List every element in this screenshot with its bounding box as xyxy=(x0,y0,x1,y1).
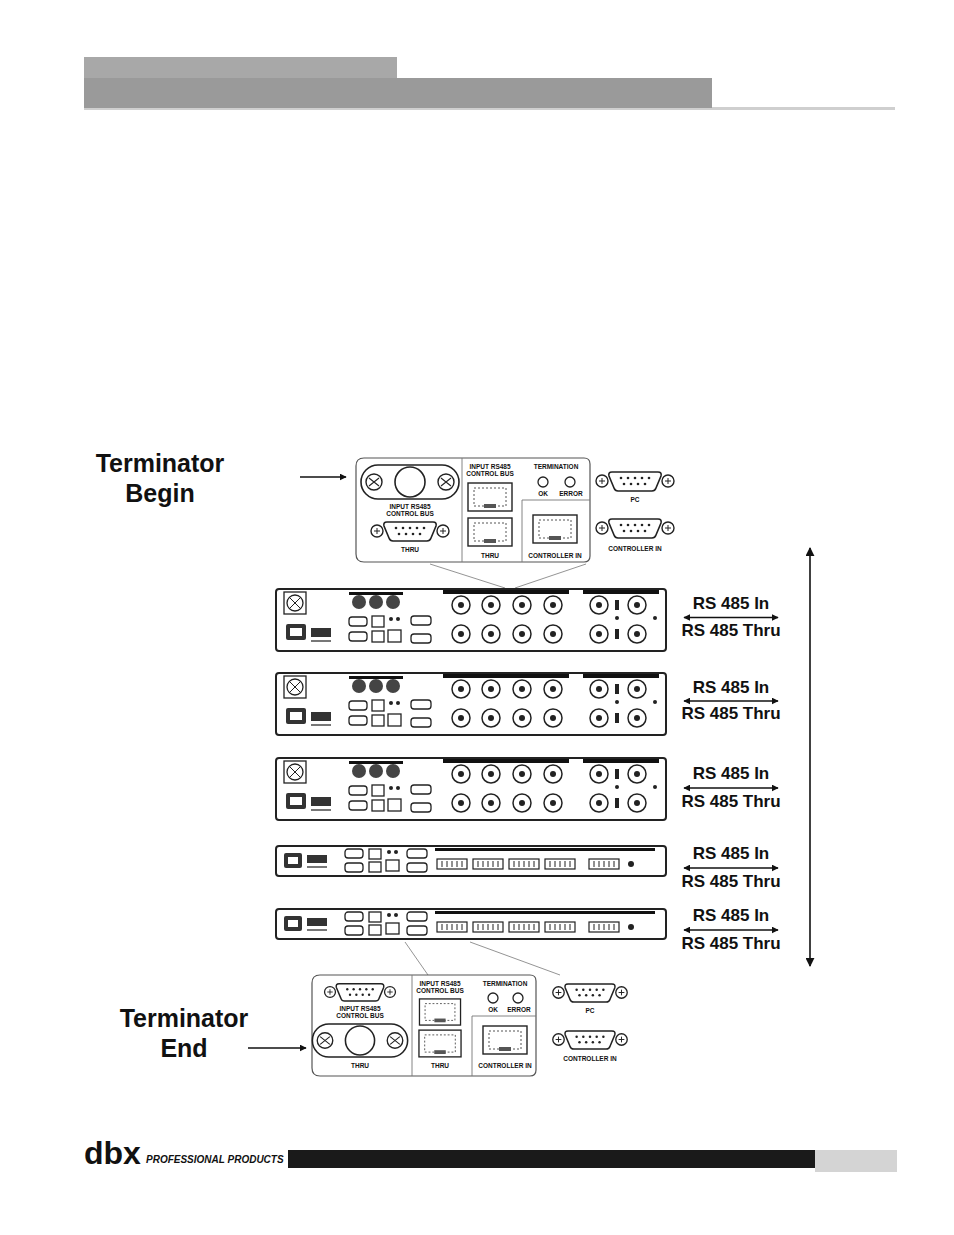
connector-label: CONTROLLER IN xyxy=(600,545,670,552)
device-rear-panel xyxy=(276,909,666,939)
signal-label: RS 485 Thru xyxy=(671,934,791,954)
device-rear-panel xyxy=(276,758,666,820)
led-label: ERROR xyxy=(504,1006,534,1013)
connector-label: INPUT RS485 CONTROL BUS xyxy=(461,463,519,477)
indicator-label: TERMINATION xyxy=(526,463,586,470)
connector-label: PC xyxy=(575,1007,605,1014)
terminator-panel xyxy=(356,458,674,562)
signal-label: RS 485 In xyxy=(671,844,791,864)
led-label: OK xyxy=(483,1006,503,1013)
connector-label: CONTROLLER IN xyxy=(522,552,588,559)
device-rear-panel xyxy=(276,589,666,651)
device-rear-panel xyxy=(276,846,666,876)
header-bar xyxy=(84,78,712,108)
signal-label: RS 485 In xyxy=(671,764,791,784)
header-rule xyxy=(712,107,895,110)
callout-arrow xyxy=(248,1047,306,1048)
signal-label: RS 485 Thru xyxy=(671,704,791,724)
brand-tagline: PROFESSIONAL PRODUCTS xyxy=(146,1154,284,1165)
connector-label: INPUT RS485 CONTROL BUS xyxy=(381,503,439,517)
footer-bar xyxy=(288,1150,815,1168)
terminator-panel xyxy=(312,975,627,1076)
connector-label: CONTROLLER IN xyxy=(555,1055,625,1062)
leader-line xyxy=(405,942,560,975)
signal-label: RS 485 Thru xyxy=(671,872,791,892)
led-label: ERROR xyxy=(556,490,586,497)
signal-label: RS 485 In xyxy=(671,678,791,698)
signal-label: RS 485 Thru xyxy=(671,621,791,641)
signal-label: RS 485 In xyxy=(671,906,791,926)
device-rear-panel xyxy=(276,673,666,735)
connector-label: PC xyxy=(620,496,650,503)
signal-label: RS 485 Thru xyxy=(671,792,791,812)
connector-label: INPUT RS485 CONTROL BUS xyxy=(331,1005,389,1019)
header-rule xyxy=(84,108,712,110)
indicator-label: TERMINATION xyxy=(475,980,535,987)
connector-label: THRU xyxy=(470,552,510,559)
header-bar xyxy=(84,57,397,79)
brand-logo: dbx xyxy=(84,1134,141,1172)
connector-label: THRU xyxy=(420,1062,460,1069)
connector-label: CONTROLLER IN xyxy=(472,1062,538,1069)
footer-tab xyxy=(815,1150,897,1172)
leader-line xyxy=(430,564,586,588)
connector-label: THRU xyxy=(390,546,430,553)
callout-label: Terminator Begin xyxy=(90,448,230,508)
connector-label: INPUT RS485 CONTROL BUS xyxy=(411,980,469,994)
signal-label: RS 485 In xyxy=(671,594,791,614)
callout-label: Terminator End xyxy=(114,1003,254,1063)
chain-arrow xyxy=(809,548,811,966)
callout-arrow xyxy=(300,476,346,477)
led-label: OK xyxy=(533,490,553,497)
connector-label: THRU xyxy=(340,1062,380,1069)
